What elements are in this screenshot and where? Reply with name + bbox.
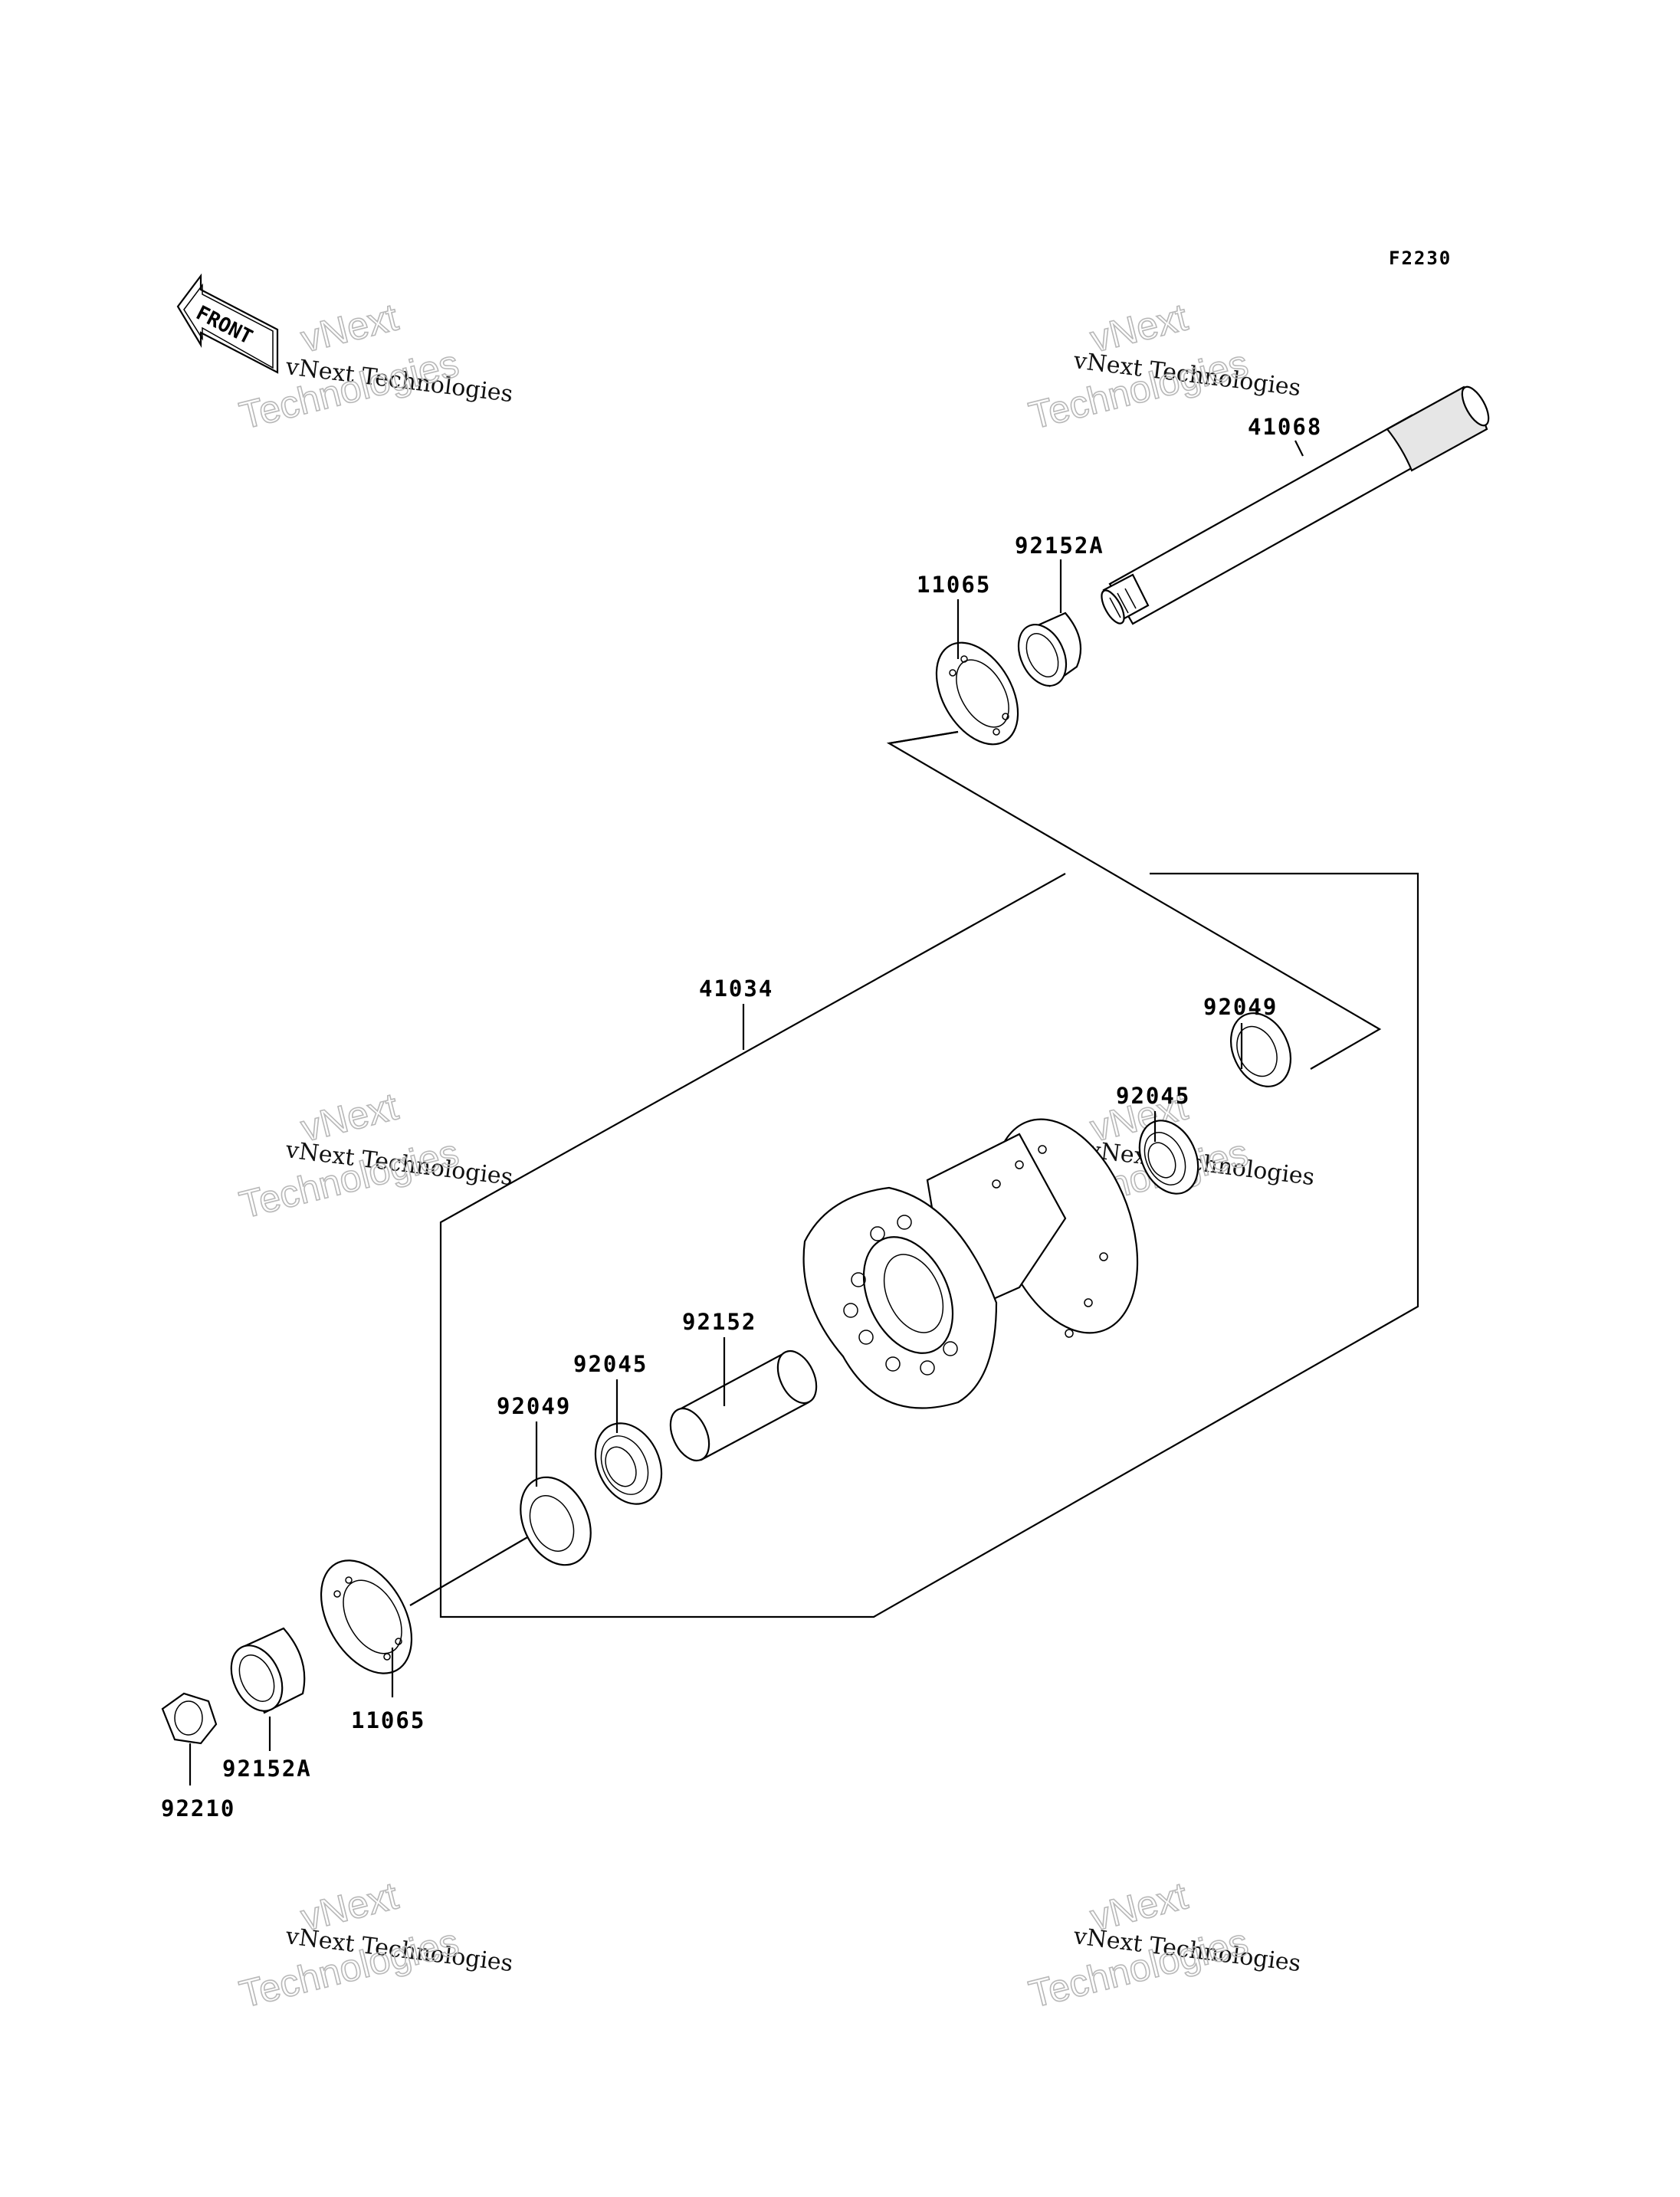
label-oil-seal-left: 92049 [497,1393,571,1419]
label-hub-assembly: 41034 [699,976,773,1002]
label-nut: 92210 [161,1795,235,1822]
figure-id: F2230 [1389,248,1452,269]
oil-seal-left [520,1476,592,1566]
collar-top [1017,612,1082,687]
watermark-bottom-left: vNext vNext Technologies Technologies [235,1874,514,2017]
nut [161,1692,218,1745]
label-bearing-left: 92045 [573,1351,648,1377]
hub [802,1118,1139,1409]
label-oil-seal-right: 92049 [1203,994,1278,1020]
label-spacer: 92152 [682,1309,756,1335]
spacer [669,1349,818,1462]
label-seal-bottom: 11065 [351,1707,425,1733]
front-arrow-icon: FRONT [176,273,279,374]
assembly-outline [409,730,1419,1618]
label-bearing-right: 92045 [1116,1083,1190,1109]
label-seal-top: 11065 [917,572,991,598]
collar-bottom [230,1627,306,1714]
seal-bottom [320,1559,413,1674]
axle [1101,385,1490,625]
seal-top [935,641,1019,746]
label-axle: 41068 [1248,414,1322,440]
watermark-bottom-right: vNext vNext Technologies Technologies [1024,1874,1302,2017]
svg-text:vNext: vNext [297,295,402,360]
oil-seal-right [1230,1012,1291,1087]
bearing-left [594,1422,663,1505]
label-collar-bottom: 92152A [222,1756,312,1782]
label-collar-top: 92152A [1015,533,1104,559]
leader-lines [189,440,1304,1785]
